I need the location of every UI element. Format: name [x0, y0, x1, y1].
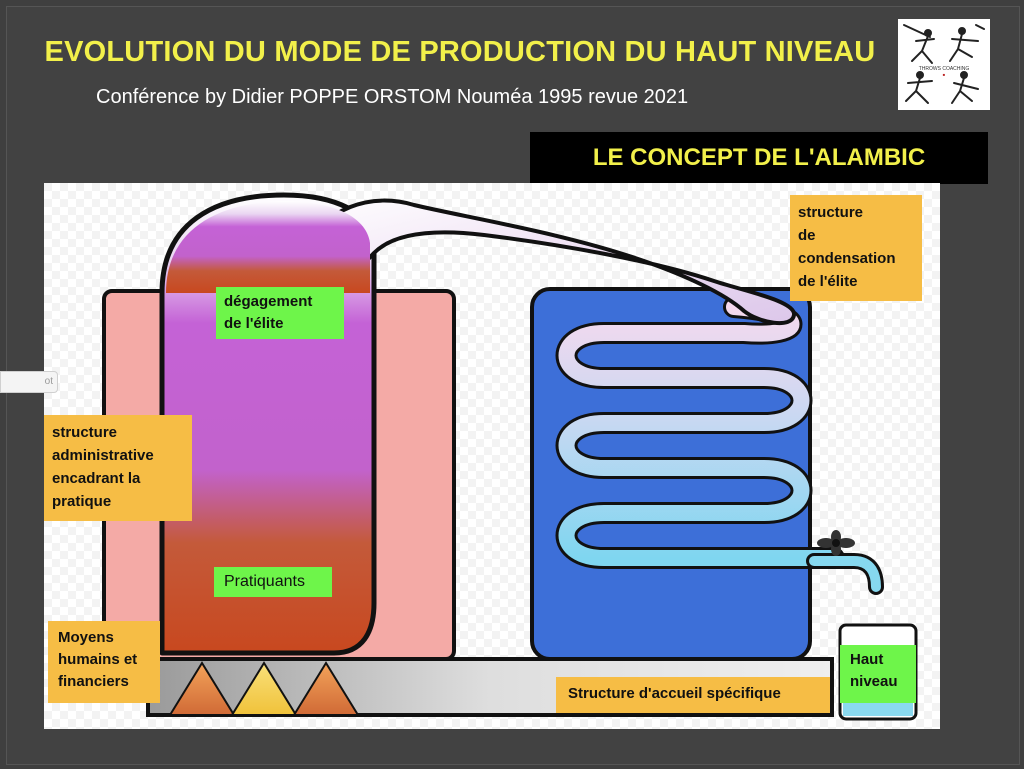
- label-accueil-text: Structure d'accueil spécifique: [568, 685, 781, 702]
- label-accueil: Structure d'accueil spécifique: [556, 677, 830, 713]
- label-moyens-line2: humains et: [58, 651, 138, 668]
- alembic-diagram: dégagement de l'élite structure de conde…: [44, 183, 940, 729]
- tap-handle-icon: [817, 530, 855, 556]
- label-moyens: Moyens humains et financiers: [48, 621, 160, 703]
- label-condensation-line3: condensation: [798, 250, 896, 267]
- label-pratiquants-text: Pratiquants: [224, 573, 305, 590]
- label-condensation: structure de condensation de l'élite: [790, 195, 922, 301]
- slide-title: EVOLUTION DU MODE DE PRODUCTION DU HAUT …: [44, 36, 876, 68]
- side-tab[interactable]: ot: [0, 371, 58, 393]
- flame-left: [168, 661, 236, 716]
- label-haut-niveau-line1: Haut: [850, 651, 884, 668]
- logo-throwing-figures: THROWS COACHING ■: [903, 24, 985, 104]
- label-administrative-line2: administrative: [52, 447, 154, 464]
- label-administrative-line3: encadrant la: [52, 470, 141, 487]
- svg-text:■: ■: [943, 72, 946, 77]
- logo-text: THROWS COACHING: [919, 66, 970, 72]
- label-haut-niveau-line2: niveau: [850, 673, 898, 690]
- label-administrative-line4: pratique: [52, 493, 112, 510]
- label-condensation-line4: de l'élite: [798, 273, 858, 290]
- label-degagement-line2: de l'élite: [224, 315, 284, 332]
- label-degagement: dégagement de l'élite: [216, 287, 344, 339]
- throws-coaching-logo: THROWS COACHING ■: [898, 19, 990, 110]
- label-moyens-line1: Moyens: [58, 629, 114, 646]
- label-condensation-line2: de: [798, 227, 816, 244]
- label-administrative-line1: structure: [52, 424, 118, 441]
- slide-subtitle: Conférence by Didier POPPE ORSTOM Nouméa…: [96, 86, 689, 108]
- label-administrative: structure administrative encadrant la pr…: [44, 415, 192, 521]
- label-haut-niveau: Haut niveau: [840, 645, 916, 703]
- label-condensation-line1: structure: [798, 204, 864, 221]
- label-degagement-line1: dégagement: [224, 293, 313, 310]
- label-pratiquants: Pratiquants: [214, 567, 332, 597]
- flame-right: [292, 661, 360, 716]
- concept-banner: LE CONCEPT DE L'ALAMBIC: [530, 132, 988, 184]
- label-moyens-line3: financiers: [58, 673, 129, 690]
- flame-middle: [230, 661, 298, 716]
- swan-neck-pipe: [292, 198, 796, 326]
